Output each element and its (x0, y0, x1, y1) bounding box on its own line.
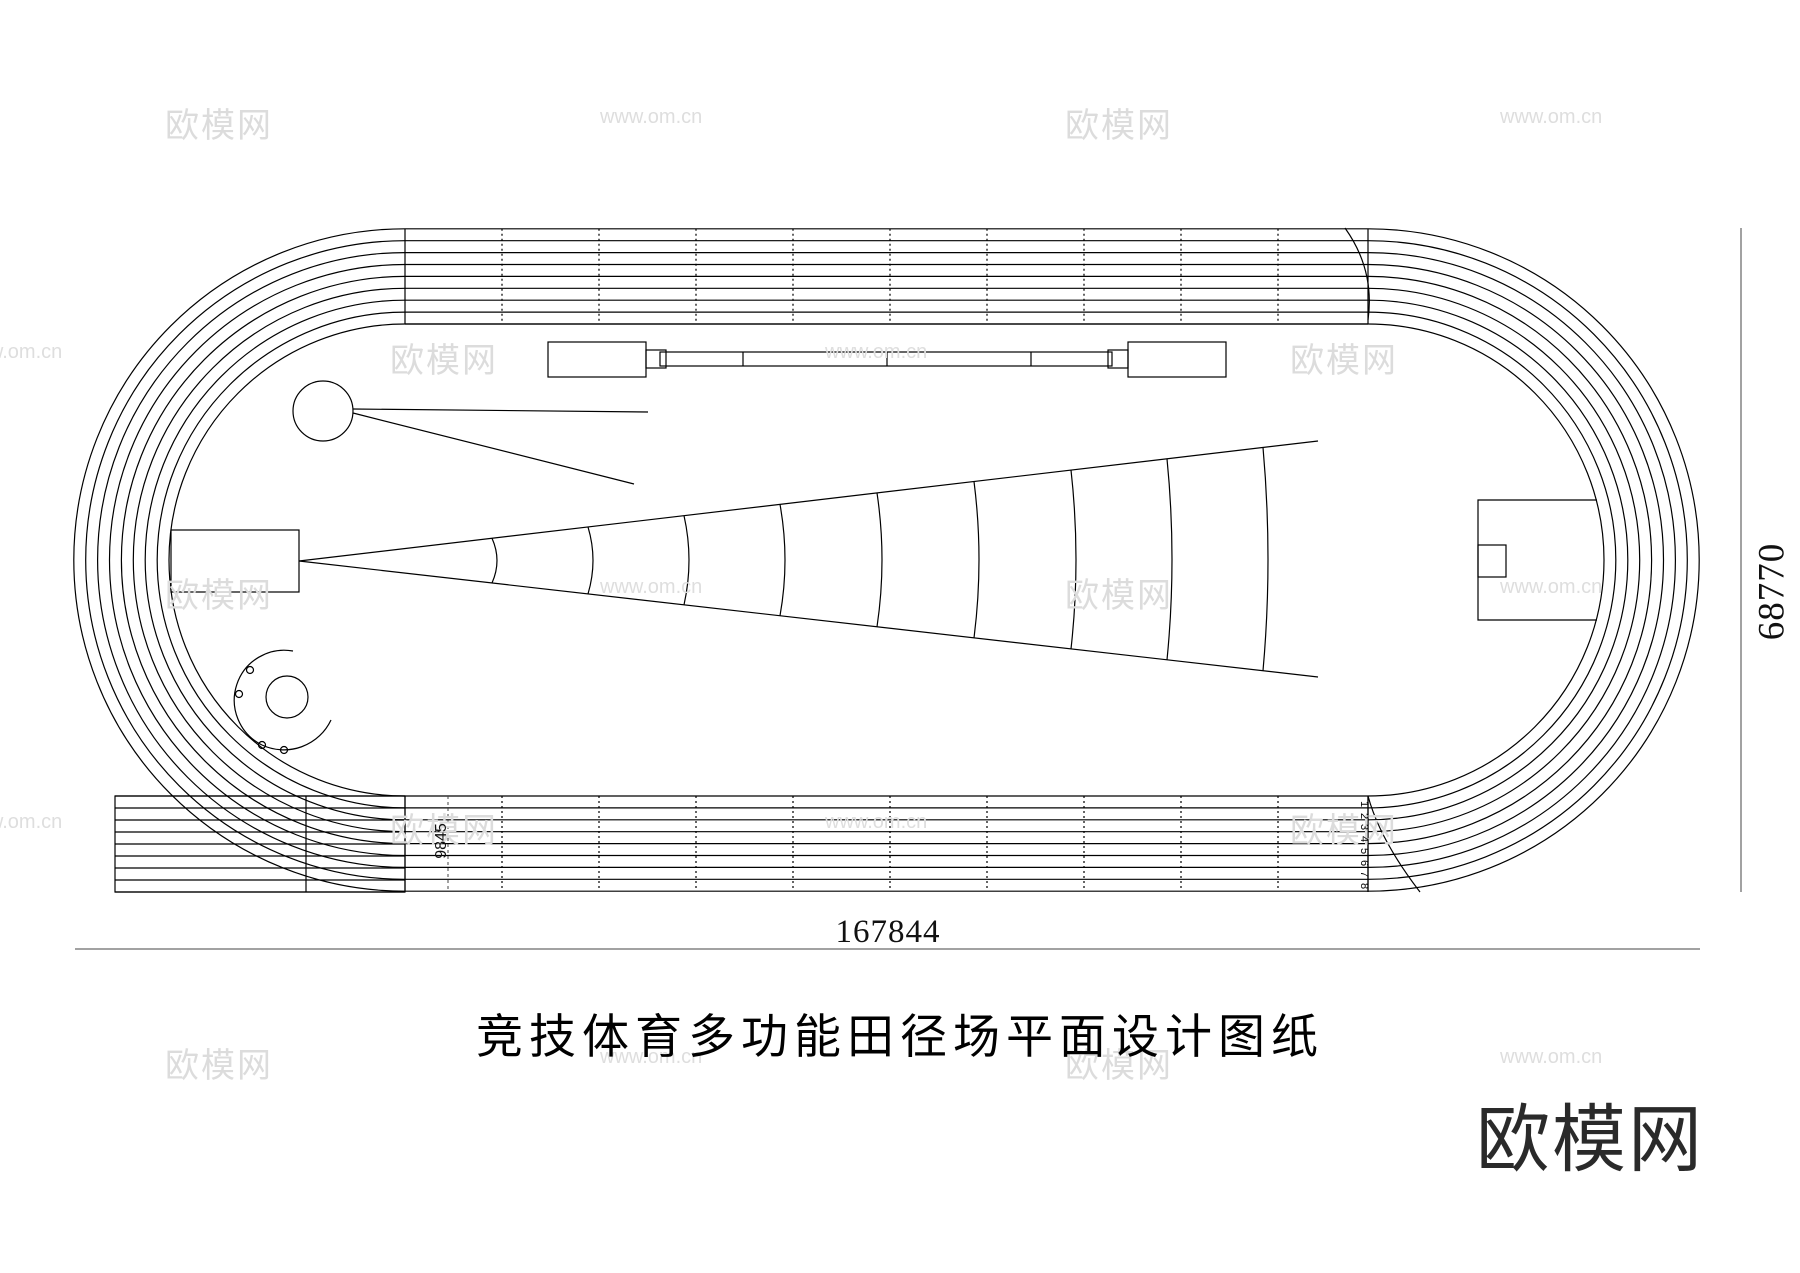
watermark-url: www.om.cn (600, 1046, 703, 1068)
lane-number: 8 (1358, 882, 1371, 889)
watermark-url: www.om.cn (1500, 576, 1603, 598)
straight-width-label: 9845 (433, 823, 450, 859)
lane-number: 5 (1358, 847, 1371, 854)
watermark-url: www.om.cn (0, 811, 63, 833)
watermark: 欧模网 (390, 341, 498, 381)
sector-arc (876, 492, 883, 627)
overall-width-label: 68770 (1751, 542, 1793, 641)
overall-length-label: 167844 (835, 914, 941, 950)
watermark-url: www.om.cn (825, 341, 928, 363)
long-jump-area (547, 341, 1227, 378)
throwing-sector (170, 440, 1319, 678)
sprint-lane-lines (115, 795, 405, 893)
lane-number: 2 (1358, 812, 1371, 819)
stagger-line-right-top (1344, 227, 1370, 321)
watermark: 欧模网 (1065, 106, 1173, 146)
lane-line (85, 240, 1688, 880)
watermark: 欧模网 (1290, 811, 1398, 851)
sector-arc (779, 504, 786, 616)
sector-arc (1166, 458, 1173, 660)
sector-arc (1070, 470, 1077, 649)
sector-arc (683, 515, 690, 605)
watermark: 欧模网 (1065, 1046, 1173, 1086)
lane-line (156, 311, 1617, 809)
watermark-url: www.om.cn (825, 811, 928, 833)
shot-put-area (292, 380, 649, 485)
watermark-url: www.om.cn (600, 106, 703, 128)
watermark-url: www.om.cn (1500, 1046, 1603, 1068)
running-track-lanes (73, 228, 1700, 892)
lane-line (168, 323, 1605, 797)
straight-marks (404, 228, 1369, 892)
watermark: 欧模网 (165, 1046, 273, 1086)
watermark: 欧模网 (165, 576, 273, 616)
watermark: 欧模网 (1065, 576, 1173, 616)
drawing-title: 竞技体育多功能田径场平面设计图纸 (476, 1010, 1324, 1065)
high-jump-area (1477, 499, 1597, 621)
watermark: 欧模网 (1290, 341, 1398, 381)
stagger-line-right-bottom (1367, 795, 1421, 893)
lane-line (132, 287, 1641, 833)
watermark-url: www.om.cn (0, 341, 63, 363)
lane-number: 1 (1358, 800, 1371, 808)
sector-arc (973, 481, 980, 638)
sector-arc (587, 526, 594, 595)
lane-line (144, 299, 1629, 821)
lane-number: 4 (1358, 836, 1371, 843)
watermark-url: www.om.cn (600, 576, 703, 598)
lane-number: 7 (1358, 871, 1371, 878)
watermark: 欧模网 (165, 106, 273, 146)
discus-cage (233, 649, 332, 755)
sector-arc (491, 538, 498, 584)
lane-number: 3 (1358, 824, 1371, 831)
brand-logo-text: 欧模网 (1476, 1097, 1704, 1183)
lane-number: 6 (1358, 859, 1371, 866)
watermark: 欧模网 (390, 811, 498, 851)
sector-arc (1262, 447, 1269, 671)
watermark-url: www.om.cn (1500, 106, 1603, 128)
